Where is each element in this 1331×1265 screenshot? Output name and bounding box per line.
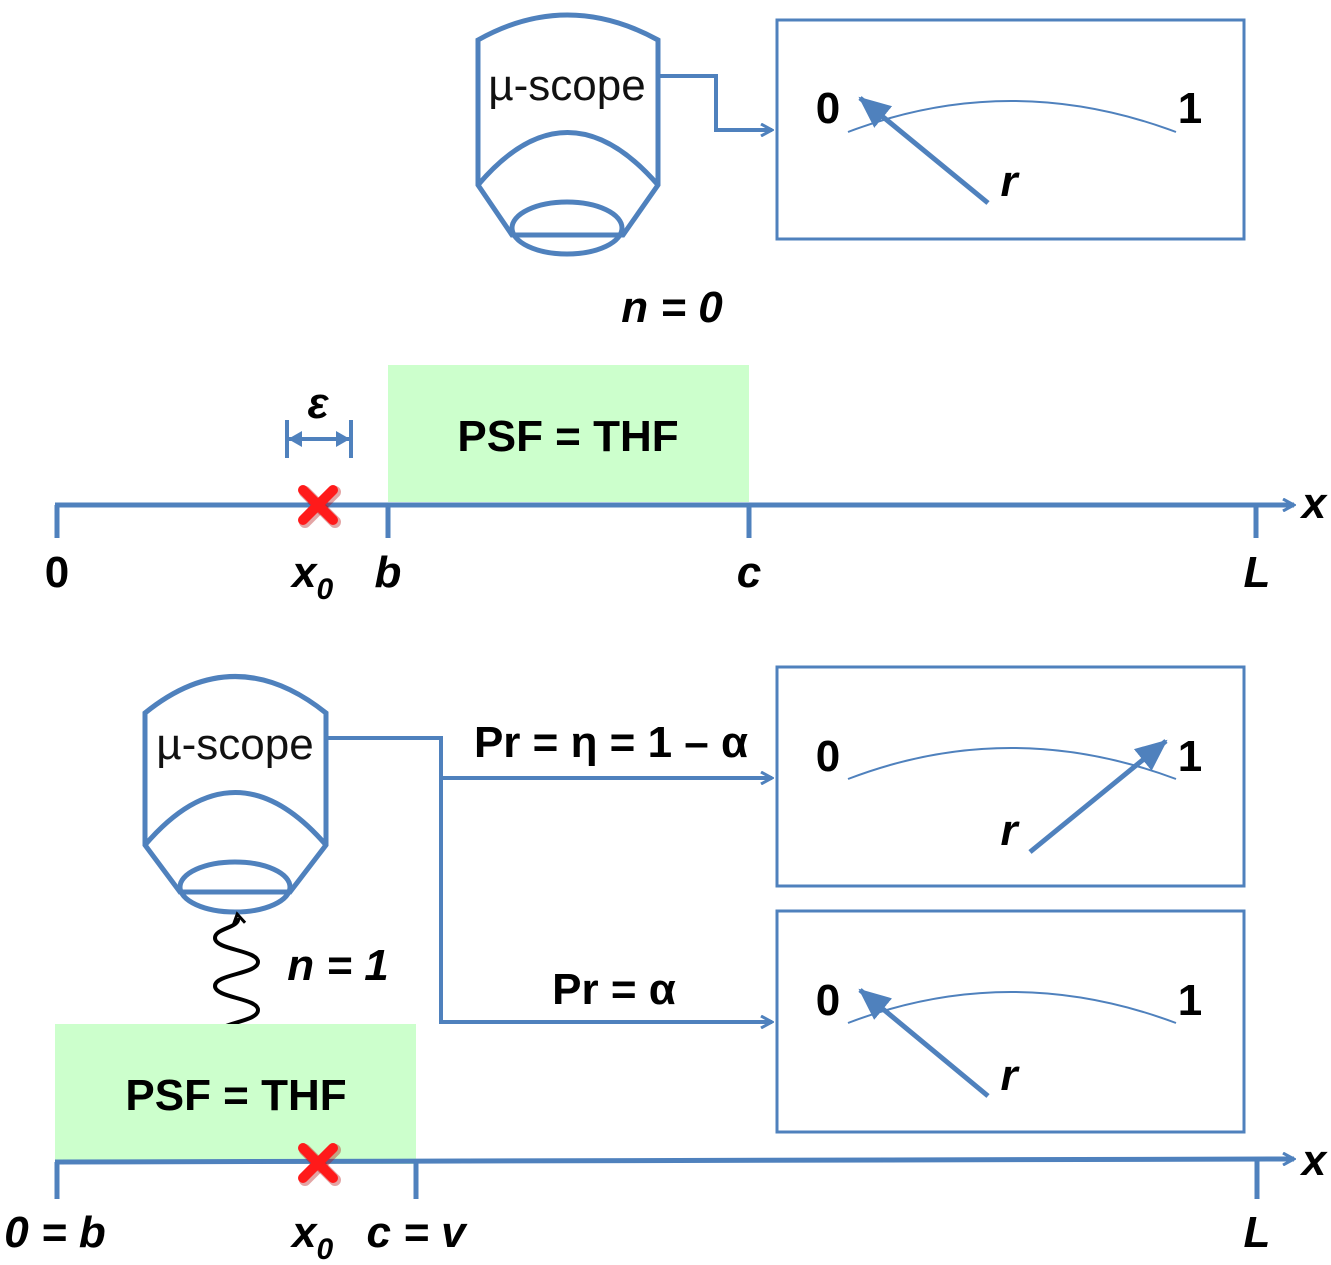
microscope-top: µ-scope <box>475 12 661 257</box>
meter-frame <box>775 909 1246 1134</box>
x-cross-icon <box>298 485 341 528</box>
axis-bottom: PSF = THF 0 = b x0 c = v L x <box>4 1024 1328 1265</box>
meter-label-one: 1 <box>1178 84 1202 133</box>
meter-label-zero: 0 <box>816 976 840 1025</box>
microscope-bottom: µ-scope <box>142 674 329 915</box>
branch-upper-label: Pr = η = 1 – α <box>474 718 748 767</box>
axis-label-x: x <box>1300 1136 1328 1185</box>
photon-count-n0: n = 0 <box>621 283 723 332</box>
tick-label-L: L <box>1244 1208 1271 1257</box>
psf-label-top: PSF = THF <box>457 412 678 461</box>
tick-label-x0: x0 <box>290 548 333 606</box>
tick-label-x0: x0 <box>290 1208 333 1265</box>
meter-needle <box>858 988 990 1098</box>
axis-top: PSF = THF ε 0 x0 b c L x <box>45 365 1328 606</box>
meter-label-zero: 0 <box>816 84 840 133</box>
meter-frame <box>775 665 1246 888</box>
meter-label-zero: 0 <box>816 732 840 781</box>
meter-upper: 0 1 r <box>775 665 1246 888</box>
microscope-label: µ-scope <box>156 720 313 769</box>
psf-label-bottom: PSF = THF <box>125 1071 346 1120</box>
meter-top: 0 1 r <box>775 18 1246 241</box>
branch-lower-label: Pr = α <box>552 965 676 1014</box>
connector-top <box>660 74 772 130</box>
branch-connector <box>328 736 772 1022</box>
psf-box-bottom <box>55 1024 416 1164</box>
tick-label-c: c <box>737 548 761 597</box>
microscope-icon <box>475 12 661 257</box>
meter-frame <box>775 18 1246 241</box>
meter-label-one: 1 <box>1178 732 1202 781</box>
needle-label-r: r <box>1000 157 1020 206</box>
tick-label-b: b <box>375 548 402 597</box>
tick-label-0-b: 0 = b <box>4 1208 106 1257</box>
microscope-icon <box>142 674 329 915</box>
photon-count-n1: n = 1 <box>287 941 389 990</box>
epsilon-label: ε <box>307 379 329 428</box>
tick-label-L: L <box>1244 548 1271 597</box>
microscope-label: µ-scope <box>488 61 645 110</box>
tick-label-0: 0 <box>45 548 69 597</box>
x-cross-icon <box>298 1143 341 1186</box>
meter-label-one: 1 <box>1178 976 1202 1025</box>
meter-lower: 0 1 r <box>775 909 1246 1134</box>
needle-label-r: r <box>1000 806 1020 855</box>
meter-scale-arc <box>847 747 1177 780</box>
psf-box-top <box>388 365 749 502</box>
meter-needle <box>858 96 990 205</box>
needle-label-r: r <box>1000 1051 1020 1100</box>
meter-needle <box>1028 739 1168 854</box>
axis-label-x: x <box>1300 479 1328 528</box>
epsilon-indicator: ε <box>285 379 353 458</box>
x-axis-line-bottom <box>54 1159 1294 1162</box>
tick-label-c-v: c = v <box>366 1208 468 1257</box>
